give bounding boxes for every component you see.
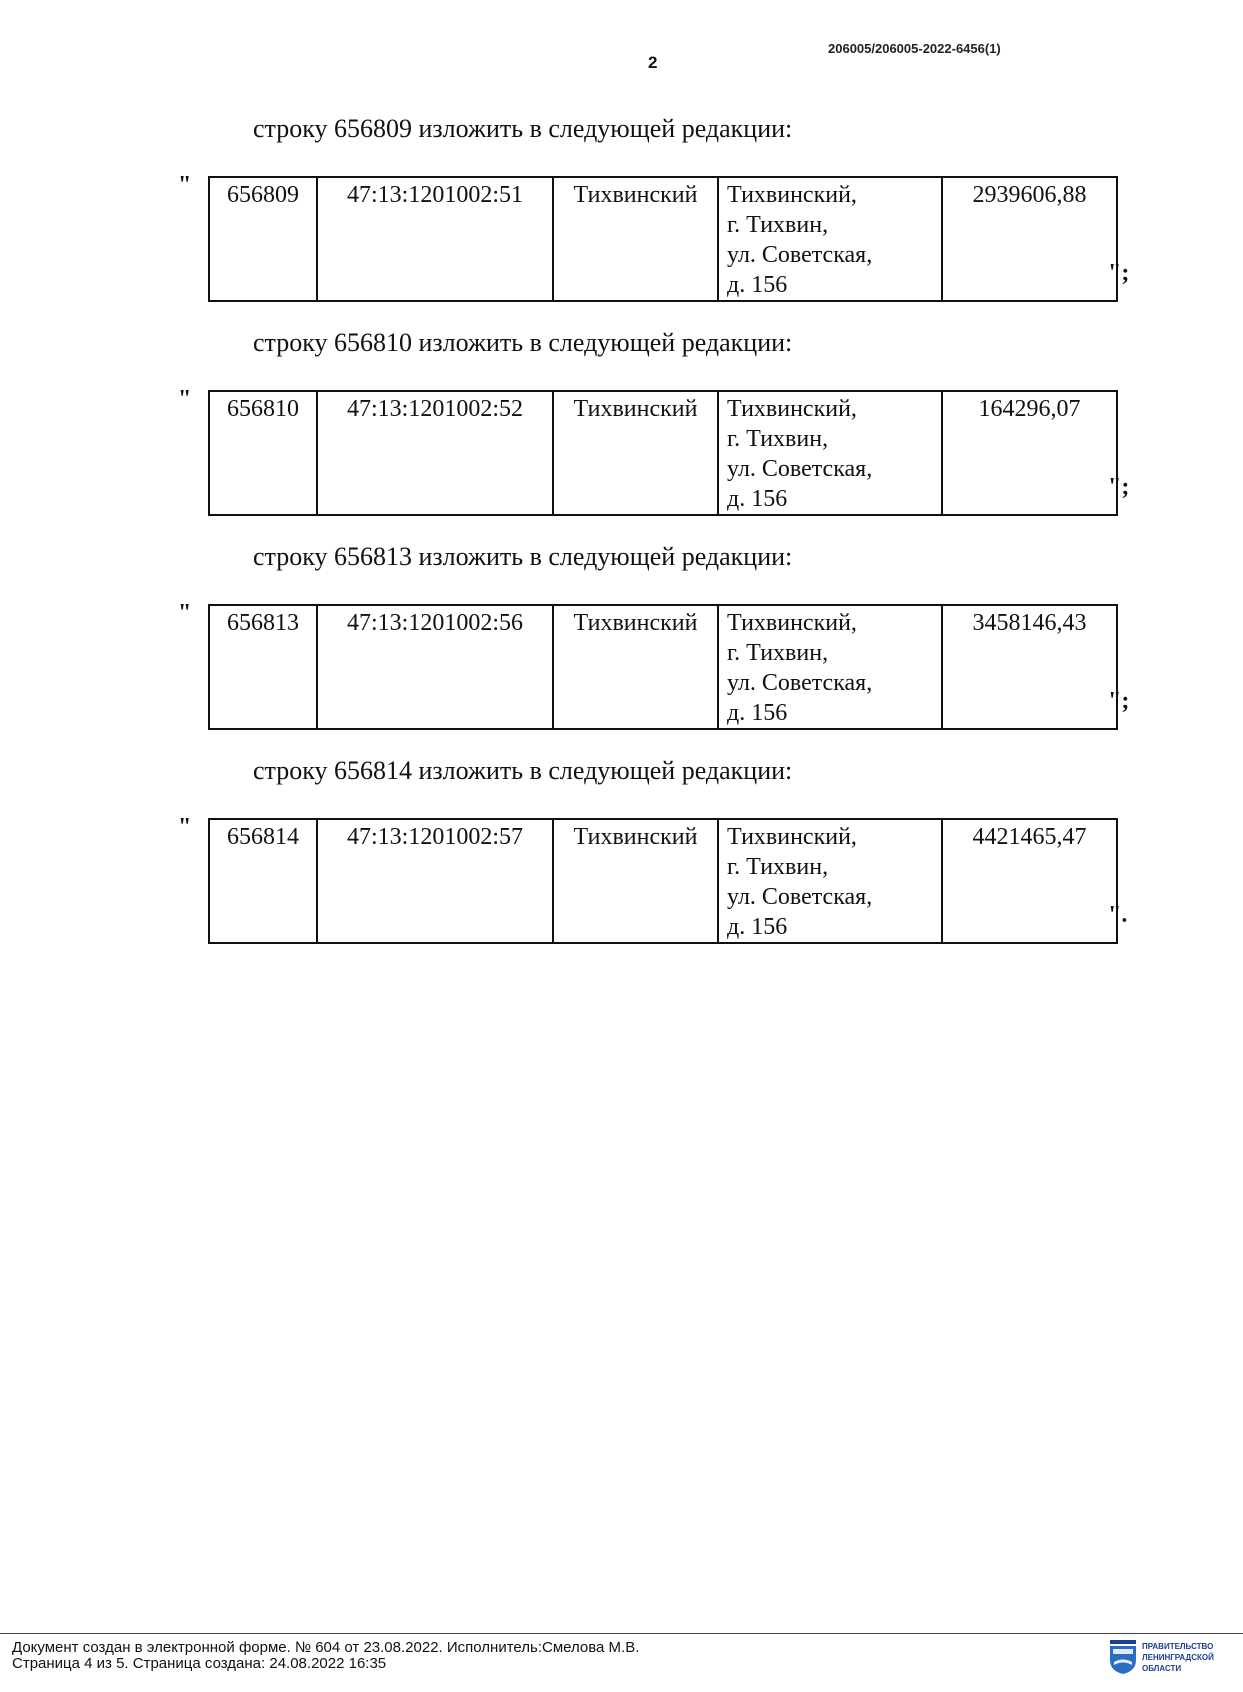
closing-quote: "; (1108, 474, 1130, 500)
district-cell: Тихвинский (552, 818, 719, 944)
footer-text: Документ создан в электронной форме. № 6… (12, 1640, 639, 1672)
cadastral-number-cell: 47:13:1201002:57 (316, 818, 554, 944)
address-line: д. 156 (727, 914, 788, 940)
logo-line: ОБЛАСТИ (1142, 1664, 1182, 1673)
opening-quote: " (178, 814, 192, 840)
government-logo: ПРАВИТЕЛЬСТВО ЛЕНИНГРАДСКОЙ ОБЛАСТИ (1110, 1640, 1232, 1676)
address-line: д. 156 (727, 272, 788, 298)
address-line: г. Тихвин, (727, 212, 829, 238)
value-cell: 3458146,43 (941, 604, 1118, 730)
address-line: ул. Советская, (727, 670, 873, 696)
address-line: Тихвинский, (727, 824, 857, 850)
table-row: 656814 47:13:1201002:57 Тихвинский Тихви… (208, 818, 1118, 944)
document-number: 206005/206005-2022-6456(1) (828, 41, 1001, 56)
row-table: 656809 47:13:1201002:51 Тихвинский Тихви… (208, 176, 1118, 302)
table-row: 656813 47:13:1201002:56 Тихвинский Тихви… (208, 604, 1118, 730)
address-cell: Тихвинский, г. Тихвин, ул. Советская, д.… (717, 604, 943, 730)
instruction-text: строку 656810 изложить в следующей редак… (253, 328, 793, 357)
address-line: ул. Советская, (727, 456, 873, 482)
address-line: г. Тихвин, (727, 640, 829, 666)
footer-divider (0, 1633, 1243, 1634)
closing-quote: "; (1108, 688, 1130, 714)
closing-quote: ". (1108, 902, 1128, 928)
page-number: 2 (648, 53, 658, 72)
table-row: 656810 47:13:1201002:52 Тихвинский Тихви… (208, 390, 1118, 516)
logo-text: ПРАВИТЕЛЬСТВО ЛЕНИНГРАДСКОЙ ОБЛАСТИ (1142, 1641, 1214, 1674)
opening-quote: " (178, 600, 192, 626)
address-cell: Тихвинский, г. Тихвин, ул. Советская, д.… (717, 176, 943, 302)
row-number-cell: 656809 (208, 176, 318, 302)
footer-line: Документ создан в электронной форме. № 6… (12, 1639, 640, 1656)
district-cell: Тихвинский (552, 390, 719, 516)
address-line: г. Тихвин, (727, 426, 829, 452)
value-cell: 4421465,47 (941, 818, 1118, 944)
instruction-text: строку 656813 изложить в следующей редак… (253, 542, 793, 571)
closing-quote: "; (1108, 260, 1130, 286)
cadastral-number-cell: 47:13:1201002:52 (316, 390, 554, 516)
row-table: 656813 47:13:1201002:56 Тихвинский Тихви… (208, 604, 1118, 730)
coat-of-arms-icon (1110, 1640, 1136, 1674)
instruction-text: строку 656809 изложить в следующей редак… (253, 114, 793, 143)
address-line: Тихвинский, (727, 610, 857, 636)
cadastral-number-cell: 47:13:1201002:56 (316, 604, 554, 730)
address-line: г. Тихвин, (727, 854, 829, 880)
instruction-text: строку 656814 изложить в следующей редак… (253, 756, 793, 785)
district-cell: Тихвинский (552, 604, 719, 730)
logo-line: ЛЕНИНГРАДСКОЙ (1142, 1653, 1214, 1662)
cadastral-number-cell: 47:13:1201002:51 (316, 176, 554, 302)
value-cell: 164296,07 (941, 390, 1118, 516)
row-number-cell: 656810 (208, 390, 318, 516)
address-line: д. 156 (727, 486, 788, 512)
address-cell: Тихвинский, г. Тихвин, ул. Советская, д.… (717, 390, 943, 516)
row-table: 656810 47:13:1201002:52 Тихвинский Тихви… (208, 390, 1118, 516)
address-line: Тихвинский, (727, 182, 857, 208)
footer-line: Страница 4 из 5. Страница создана: 24.08… (12, 1655, 387, 1672)
row-number-cell: 656813 (208, 604, 318, 730)
opening-quote: " (178, 172, 192, 198)
row-number-cell: 656814 (208, 818, 318, 944)
row-table: 656814 47:13:1201002:57 Тихвинский Тихви… (208, 818, 1118, 944)
address-line: ул. Советская, (727, 884, 873, 910)
address-cell: Тихвинский, г. Тихвин, ул. Советская, д.… (717, 818, 943, 944)
value-cell: 2939606,88 (941, 176, 1118, 302)
logo-line: ПРАВИТЕЛЬСТВО (1142, 1642, 1214, 1651)
table-row: 656809 47:13:1201002:51 Тихвинский Тихви… (208, 176, 1118, 302)
address-line: ул. Советская, (727, 242, 873, 268)
address-line: д. 156 (727, 700, 788, 726)
district-cell: Тихвинский (552, 176, 719, 302)
address-line: Тихвинский, (727, 396, 857, 422)
opening-quote: " (178, 386, 192, 412)
